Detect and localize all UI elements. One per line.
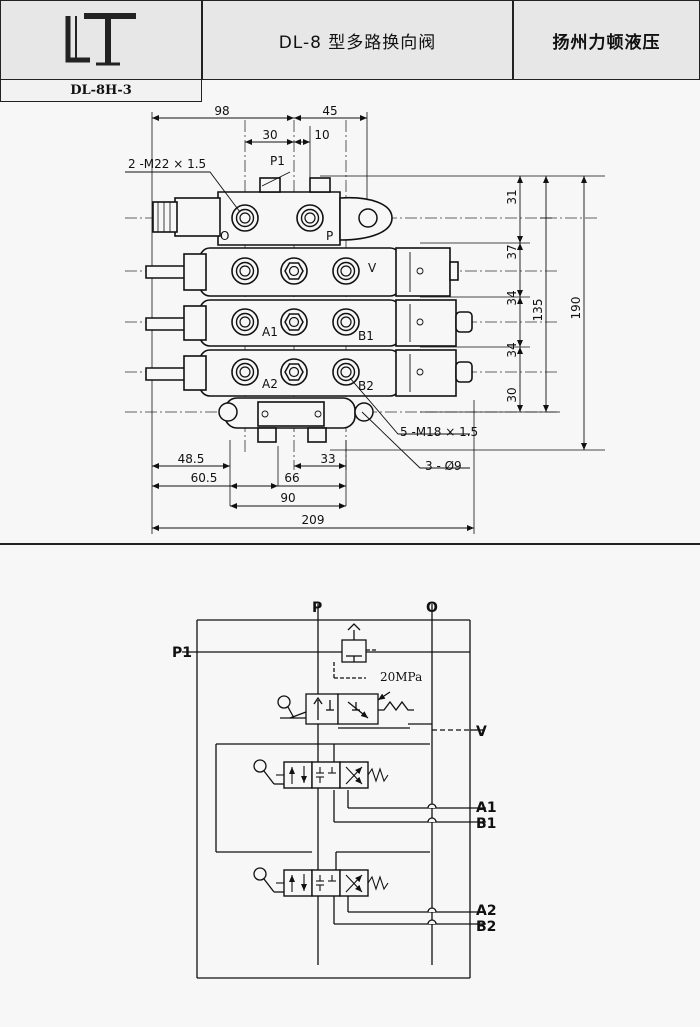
dim-34-b: 34	[505, 342, 519, 357]
dim-34-a: 34	[505, 290, 519, 305]
company-logo	[0, 0, 202, 80]
callout-m22: 2 -M22 × 1.5	[128, 157, 206, 171]
dim-209: 209	[302, 513, 325, 527]
schem-label-p1: P1	[172, 645, 192, 661]
dim-30-top: 30	[262, 128, 277, 142]
dim-31: 31	[505, 189, 519, 204]
dim-33: 33	[320, 452, 335, 466]
label-o: O	[220, 229, 229, 243]
company-name: 扬州力顿液压	[513, 0, 700, 80]
dim-190: 190	[569, 297, 583, 320]
dim-90: 90	[280, 491, 295, 505]
dim-135: 135	[531, 299, 545, 322]
section-divider	[0, 543, 700, 545]
schem-label-a2: A2	[476, 903, 497, 919]
schem-label-o: O	[426, 600, 438, 616]
label-b1: B1	[358, 329, 374, 343]
drawing-title: DL-8 型多路换向阀	[202, 0, 513, 80]
dim-45: 45	[322, 104, 337, 118]
schem-label-p: P	[312, 600, 322, 616]
label-p1: P1	[270, 154, 285, 168]
label-a1: A1	[262, 325, 278, 339]
schem-label-b1: B1	[476, 816, 496, 832]
dimension-drawing: 98 45 30 10 2 -M22 × 1.5 5 -M18 × 1.5 3 …	[125, 104, 605, 534]
schem-label-b2: B2	[476, 919, 496, 935]
callout-holes: 3 - Ø9	[425, 459, 462, 473]
dim-30-right: 30	[505, 387, 519, 402]
hydraulic-schematic: P O P1 V A1 B1 A2 B2 20MPa	[172, 600, 497, 979]
dim-10: 10	[314, 128, 329, 142]
label-a2: A2	[262, 377, 278, 391]
label-b2: B2	[358, 379, 374, 393]
label-v: V	[368, 261, 377, 275]
schem-label-a1: A1	[476, 800, 497, 816]
dim-48-5: 48.5	[178, 452, 205, 466]
title-block: DL-8 型多路换向阀 扬州力顿液压 DL-8H-3	[0, 0, 700, 102]
dim-60-5: 60.5	[191, 471, 218, 485]
label-p: P	[326, 229, 333, 243]
logo-mark-icon	[65, 13, 136, 66]
dim-98: 98	[214, 104, 229, 118]
model-number: DL-8H-3	[0, 80, 202, 102]
dim-37: 37	[505, 244, 519, 259]
dim-66: 66	[284, 471, 299, 485]
callout-m18: 5 -M18 × 1.5	[400, 425, 478, 439]
relief-pressure-label: 20MPa	[380, 670, 422, 684]
schem-label-v: V	[476, 724, 487, 740]
